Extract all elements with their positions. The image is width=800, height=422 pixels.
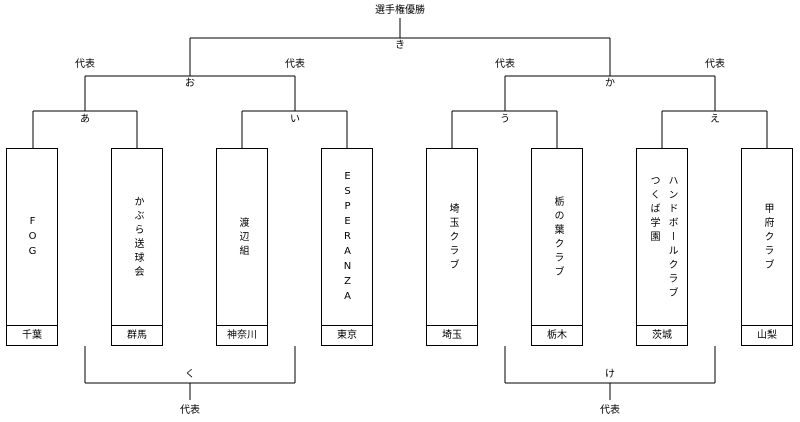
team-box-tochinoha: 栃の葉クラブ 栃木 [531, 148, 583, 346]
match-label-e: え [710, 114, 720, 125]
team-box-saitama: 埼玉クラブ 埼玉 [426, 148, 478, 346]
rep-label: 代表 [180, 405, 200, 416]
team-name: 渡辺組 [237, 217, 248, 259]
match-label-i: い [290, 114, 300, 125]
team-name: つくば学園 [648, 175, 659, 245]
champion-title: 選手権優勝 [375, 5, 425, 16]
team-box-watanabe: 渡辺組 神奈川 [216, 148, 268, 346]
match-label-a: あ [80, 114, 90, 125]
team-prefecture: 神奈川 [217, 325, 267, 345]
team-name: FOG [27, 215, 38, 261]
match-label-ke: け [605, 369, 615, 380]
match-label-ki: き [395, 40, 405, 51]
team-box-kofu: 甲府クラブ 山梨 [741, 148, 793, 346]
match-label-ku: く [185, 369, 195, 380]
rep-label: 代表 [495, 59, 515, 70]
rep-label: 代表 [75, 59, 95, 70]
match-label-o: お [185, 78, 195, 89]
rep-label: 代表 [285, 59, 305, 70]
team-prefecture: 東京 [322, 325, 372, 345]
team-name: ハンドボールクラブ [666, 175, 677, 301]
team-name: 埼玉クラブ [447, 203, 458, 273]
team-box-esperanza: ESPERANZA 東京 [321, 148, 373, 346]
team-name: ESPERANZA [342, 170, 353, 306]
rep-label: 代表 [705, 59, 725, 70]
team-prefecture: 栃木 [532, 325, 582, 345]
team-prefecture: 千葉 [7, 325, 57, 345]
team-box-kabura: かぶら送球会 群馬 [111, 148, 163, 346]
rep-label: 代表 [600, 405, 620, 416]
team-prefecture: 群馬 [112, 325, 162, 345]
team-box-fog: FOG 千葉 [6, 148, 58, 346]
team-box-tsukuba: ハンドボールクラブ つくば学園 茨城 [636, 148, 688, 346]
team-name: 栃の葉クラブ [552, 196, 563, 280]
team-name: かぶら送球会 [132, 196, 143, 280]
team-prefecture: 山梨 [742, 325, 792, 345]
team-prefecture: 埼玉 [427, 325, 477, 345]
match-label-ka: か [605, 78, 615, 89]
match-label-u: う [500, 114, 510, 125]
team-name: 甲府クラブ [762, 203, 773, 273]
team-prefecture: 茨城 [637, 325, 687, 345]
